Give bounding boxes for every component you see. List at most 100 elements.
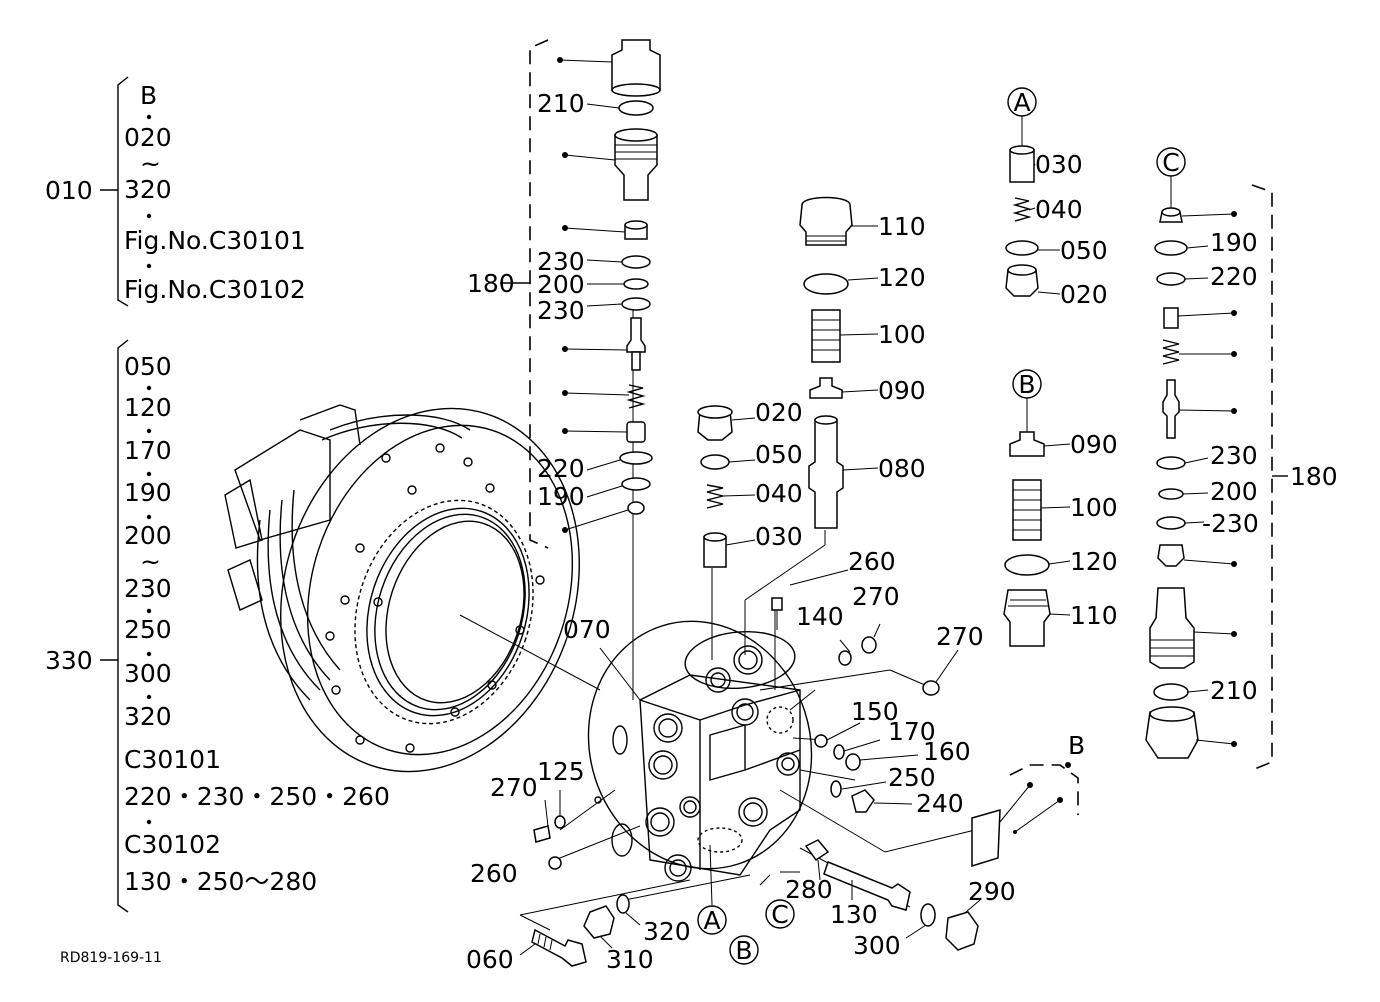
label-060: 060 xyxy=(466,945,514,974)
label-020: 020 xyxy=(1060,280,1108,309)
label-110: 110 xyxy=(1070,601,1118,630)
legend-330-line: 250 xyxy=(124,615,172,644)
label-230: 230 xyxy=(1210,441,1258,470)
detail-A: A 030 040 050 020 xyxy=(1005,87,1108,309)
flange-bore xyxy=(374,513,526,711)
block-callouts: A C B B xyxy=(697,731,1085,965)
label-100: 100 xyxy=(1070,493,1118,522)
legend-330-number: 330 xyxy=(45,646,93,675)
label-300: 300 xyxy=(853,931,901,960)
legend-330-line: 220・230・250・260 xyxy=(124,782,390,811)
label-220: 220 xyxy=(1210,262,1258,291)
legend-010-line: ~ xyxy=(140,149,161,178)
legend-330-line: 050 xyxy=(124,352,172,381)
label-040: 040 xyxy=(755,479,803,508)
legend-330-bracket xyxy=(117,339,129,913)
label-260: 260 xyxy=(848,547,896,576)
label-140: 140 xyxy=(796,602,844,631)
callout-A-text: A xyxy=(703,906,720,935)
legend-330-line: 170 xyxy=(124,436,172,465)
label-120: 120 xyxy=(878,263,926,292)
label-110: 110 xyxy=(878,212,926,241)
label-280: 280 xyxy=(785,875,833,904)
label-270: 270 xyxy=(490,773,538,802)
legend-010: 010 B 020 ~ 320 Fig.No.C30101 Fig.No.C30… xyxy=(45,76,306,307)
label-190: 190 xyxy=(1210,228,1258,257)
left-relief-assembly: 210 230 200 230 180 220 190 xyxy=(467,39,661,549)
center-valve-stack: 110 120 100 090 080 xyxy=(799,196,926,529)
label-030: 030 xyxy=(1035,150,1083,179)
legend-330-line: 120 xyxy=(124,393,172,422)
callout-B-plate: B xyxy=(1068,731,1085,760)
center-labels: 260 270 140 270 070 150 170 160 250 240 … xyxy=(466,547,1016,974)
valve-block-drawing xyxy=(519,305,976,931)
label-100: 100 xyxy=(878,320,926,349)
label-200: 200 xyxy=(1210,477,1258,506)
legend-330-line: C30101 xyxy=(124,745,221,774)
legend-010-line: Fig.No.C30102 xyxy=(124,275,306,304)
flange-outer-ring xyxy=(280,407,580,773)
label-230: 230 xyxy=(537,296,585,325)
label-320: 320 xyxy=(643,917,691,946)
legend-010-line: 020 xyxy=(124,123,172,152)
label-090: 090 xyxy=(1070,430,1118,459)
legend-330-line: C30102 xyxy=(124,830,221,859)
legend-010-line: Fig.No.C30101 xyxy=(124,226,306,255)
detail-C-letter: C xyxy=(1162,148,1179,177)
legend-010-number: 010 xyxy=(45,176,93,205)
legend-010-line: 320 xyxy=(124,175,172,204)
label-240: 240 xyxy=(916,789,964,818)
left-assembly-bracket xyxy=(529,39,549,549)
legend-330-line: 320 xyxy=(124,702,172,731)
label-210: 210 xyxy=(537,89,585,118)
label-120: 120 xyxy=(1070,547,1118,576)
label-090: 090 xyxy=(878,376,926,405)
label-290: 290 xyxy=(968,877,1016,906)
label-260: 260 xyxy=(470,859,518,888)
legend-330-line: 200 xyxy=(124,521,172,550)
callout-B-text: B xyxy=(735,936,752,965)
figure-code: RD819-169-11 xyxy=(60,950,162,966)
label-270: 270 xyxy=(852,582,900,611)
label-020: 020 xyxy=(755,398,803,427)
legend-330-line: 300 xyxy=(124,659,172,688)
detail-A-letter: A xyxy=(1013,88,1030,117)
label-030: 030 xyxy=(755,522,803,551)
label-180: 180 xyxy=(1290,462,1338,491)
center-check-stack: 020 050 040 030 xyxy=(697,398,803,568)
label-040: 040 xyxy=(1035,195,1083,224)
small-parts xyxy=(519,569,1079,967)
detail-C: C xyxy=(1145,147,1338,771)
label-180: 180 xyxy=(467,269,515,298)
legend-330: 330 050 120 170 190 200 ~ 230 250 300 32… xyxy=(45,339,390,913)
label-070: 070 xyxy=(563,615,611,644)
label-050: 050 xyxy=(1060,236,1108,265)
legend-330-line: 230 xyxy=(124,574,172,603)
label-210: 210 xyxy=(1210,676,1258,705)
label-080: 080 xyxy=(878,454,926,483)
legend-010-line: B xyxy=(140,81,157,110)
motor-housing-drawing xyxy=(224,404,601,773)
callout-B xyxy=(729,935,759,965)
cover-plate xyxy=(587,620,813,870)
label-050: 050 xyxy=(755,440,803,469)
label-270: 270 xyxy=(936,622,984,651)
detail-C-bracket xyxy=(1251,184,1273,771)
label-130: 130 xyxy=(830,900,878,929)
label-150: 150 xyxy=(851,697,899,726)
label-200: 200 xyxy=(537,270,585,299)
label-220: 220 xyxy=(537,454,585,483)
legend-330-line: ~ xyxy=(140,547,161,576)
label-230: 230 xyxy=(537,247,585,276)
label-170: 170 xyxy=(888,717,936,746)
label-125: 125 xyxy=(537,757,585,786)
callout-A xyxy=(697,905,727,935)
label-310: 310 xyxy=(606,945,654,974)
legend-330-line: 190 xyxy=(124,478,172,507)
detail-B: B 090 100 120 110 xyxy=(1003,369,1118,647)
label-250: 250 xyxy=(888,763,936,792)
legend-010-bracket xyxy=(117,76,129,307)
callout-C-text: C xyxy=(771,900,788,929)
legend-330-line: 130・250～280 xyxy=(124,867,317,896)
